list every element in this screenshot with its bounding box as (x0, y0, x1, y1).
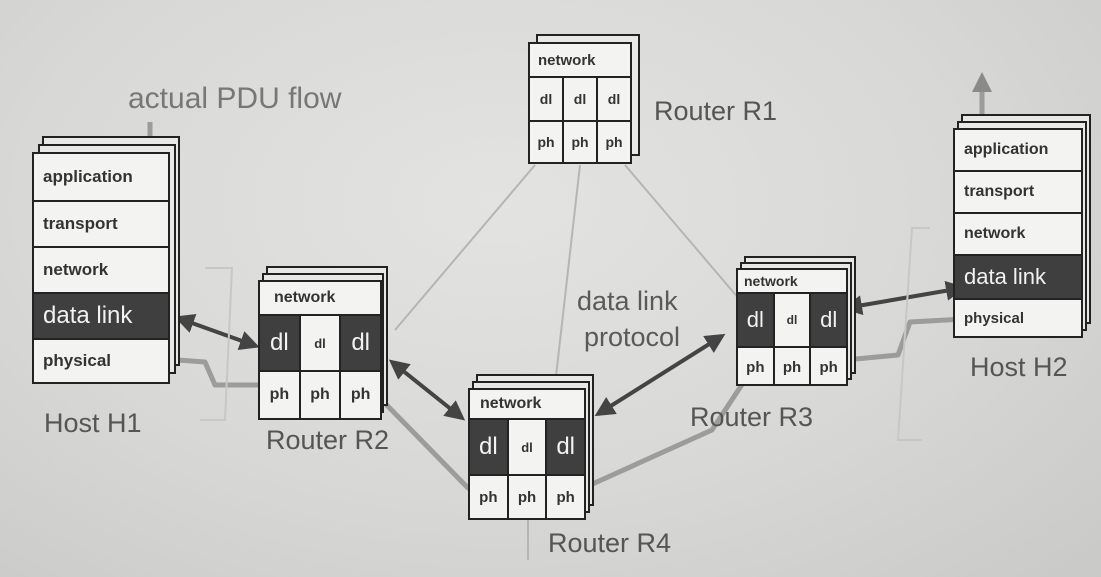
h1-transport-layer: transport (34, 202, 168, 248)
router-r4-label: Router R4 (548, 528, 672, 558)
data-link-protocol-label-line1: data link (577, 286, 678, 316)
router-r2-protocol-stack: network dl dl dl ph ph ph (258, 280, 382, 420)
r1-dl-cell-3: dl (607, 91, 621, 107)
dl-arrow-r3-h2 (842, 280, 966, 316)
host-h1-label: Host H1 (44, 408, 142, 438)
link-r1-r4 (554, 164, 581, 386)
host-h2-stack: application transport network data link … (953, 114, 1093, 338)
physical-links (394, 164, 741, 560)
data-link-protocol-label-line2: protocol (584, 322, 681, 352)
r1-dl-cell-1: dl (530, 78, 564, 120)
h1-data-link-layer: data link (34, 294, 168, 340)
pdu-flow-label: actual PDU flow (128, 82, 342, 115)
bracket-decorations (200, 227, 930, 441)
r2-dl-cell-3: dl (341, 316, 381, 370)
r2-dl-cell-1: dl (260, 316, 301, 370)
r4-ph-cell-2: ph (509, 476, 548, 518)
r3-ph-row: ph ph ph (738, 348, 846, 386)
r1-ph-cell-3: ph (605, 134, 623, 150)
r1-network-layer: network (530, 44, 630, 78)
r2-ph-cell-2: ph (301, 372, 342, 418)
r4-dl-cell-2: dl (509, 420, 548, 474)
r3-ph-cell-2: ph (775, 348, 812, 386)
data-link-protocol-arrows (174, 280, 966, 421)
r4-network-layer: network (470, 390, 584, 420)
r4-ph-cell-3: ph (556, 488, 575, 506)
r1-dl-row: dl dl dl (530, 78, 630, 122)
r3-network-layer: network (738, 270, 846, 294)
h2-data-link-layer: data link (955, 256, 1081, 300)
r2-ph-row: ph ph ph (260, 372, 380, 418)
r1-dl-cell-2: dl (564, 78, 598, 120)
r3-dl-cell-1: dl (738, 294, 775, 346)
r1-ph-cell-1: ph (530, 122, 564, 162)
r2-network-layer: network (260, 282, 380, 316)
router-r2-label: Router R2 (266, 425, 390, 455)
r4-ph-cell-1: ph (470, 476, 509, 518)
h2-application-layer: application (955, 130, 1081, 172)
r3-dl-cell-2: dl (775, 294, 812, 346)
host-h2-label: Host H2 (970, 352, 1068, 382)
router-r2-stack: network dl dl dl ph ph ph (258, 266, 388, 420)
r3-dl-row: dl dl dl (738, 294, 847, 348)
router-r1-stack: network dl dl dl ph ph ph (528, 34, 640, 164)
router-r4-protocol-stack: network dl dl dl ph ph ph (468, 388, 586, 520)
link-r1-r3 (624, 164, 741, 301)
r2-dl-row: dl dl dl (260, 316, 381, 372)
r2-dl-cell-2: dl (301, 316, 342, 370)
r4-dl-cell-1: dl (470, 420, 509, 474)
h2-transport-layer: transport (955, 172, 1081, 214)
r1-ph-row: ph ph ph (530, 122, 630, 162)
r4-ph-row: ph ph ph (470, 476, 584, 518)
r1-ph-cell-2: ph (564, 122, 598, 162)
router-r3-stack: network dl dl dl ph ph ph (736, 256, 856, 386)
h2-physical-layer: physical (964, 309, 1025, 327)
host-h1-stack: application transport network data link … (32, 136, 182, 384)
host-h1-protocol-stack: application transport network data link … (32, 152, 170, 384)
router-r3-protocol-stack: network dl dl dl ph ph ph (736, 268, 848, 386)
r3-ph-cell-3: ph (819, 358, 838, 376)
h1-application-layer: application (34, 154, 168, 202)
router-r4-stack: network dl dl dl ph ph ph (468, 374, 594, 520)
dl-arrow-r2-r4 (388, 359, 466, 421)
dl-arrow-r4-r3 (594, 333, 726, 417)
h1-network-layer: network (34, 248, 168, 294)
r4-dl-row: dl dl dl (470, 420, 585, 476)
r3-ph-cell-1: ph (738, 348, 775, 386)
host-h2-protocol-stack: application transport network data link … (953, 128, 1083, 338)
r2-ph-cell-3: ph (350, 386, 371, 403)
h1-physical-layer: physical (43, 351, 112, 370)
r2-ph-cell-1: ph (260, 372, 301, 418)
router-r3-label: Router R3 (690, 402, 814, 432)
dl-arrow-h1-r2 (174, 313, 260, 351)
router-r1-label: Router R1 (654, 96, 778, 126)
r4-dl-cell-3: dl (547, 420, 585, 474)
r3-dl-cell-3: dl (811, 294, 847, 346)
h2-network-layer: network (955, 214, 1081, 256)
link-r1-r2 (394, 164, 536, 331)
router-r1-protocol-stack: network dl dl dl ph ph ph (528, 42, 632, 164)
